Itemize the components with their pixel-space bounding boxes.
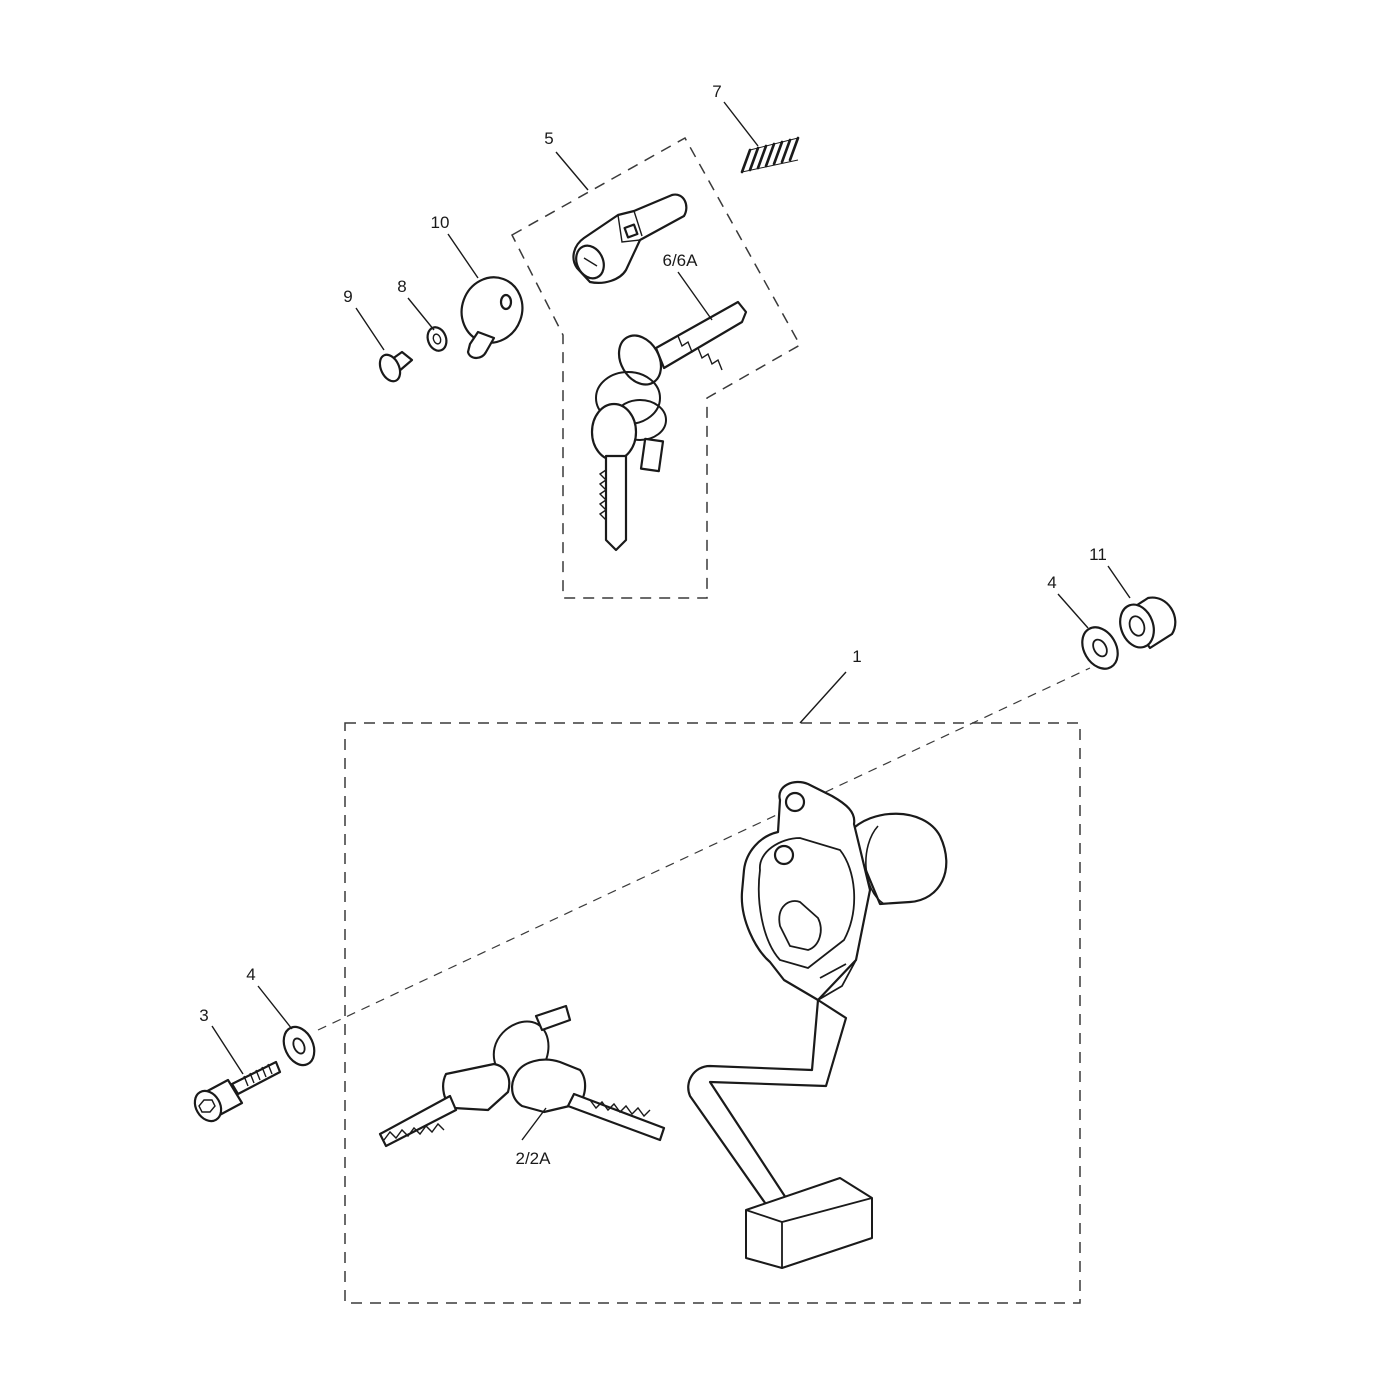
callout-7: 7 (712, 82, 721, 101)
ignition-lock-part (687, 780, 948, 1269)
dome-nut-part (1119, 596, 1177, 650)
cap-part (460, 276, 524, 360)
key-set-large-part (378, 1004, 666, 1148)
callout-8: 8 (397, 277, 406, 296)
leader-lines (211, 101, 1131, 1141)
callout-5: 5 (544, 129, 553, 148)
group-1-outline (344, 722, 1081, 1304)
callout-1: 1 (852, 647, 861, 666)
bolt-part (193, 1060, 282, 1123)
lock-barrel-part (572, 193, 688, 284)
assembly-axis-line (317, 667, 1091, 1031)
callout-2-2a: 2/2A (516, 1149, 552, 1168)
callout-10: 10 (431, 213, 450, 232)
washer-left-part (282, 1025, 316, 1067)
group-5-outline (511, 136, 802, 599)
washer-right-part (1081, 626, 1119, 670)
key-set-small-part (590, 300, 748, 552)
callout-3: 3 (199, 1006, 208, 1025)
rivet-part (378, 350, 414, 383)
callout-9: 9 (343, 287, 352, 306)
callout-6-6a: 6/6A (663, 251, 699, 270)
callout-4-left: 4 (246, 965, 255, 984)
callout-11: 11 (1089, 545, 1107, 564)
callout-4-right: 4 (1047, 573, 1056, 592)
spring-part (740, 136, 800, 174)
small-washer-part (426, 326, 448, 352)
